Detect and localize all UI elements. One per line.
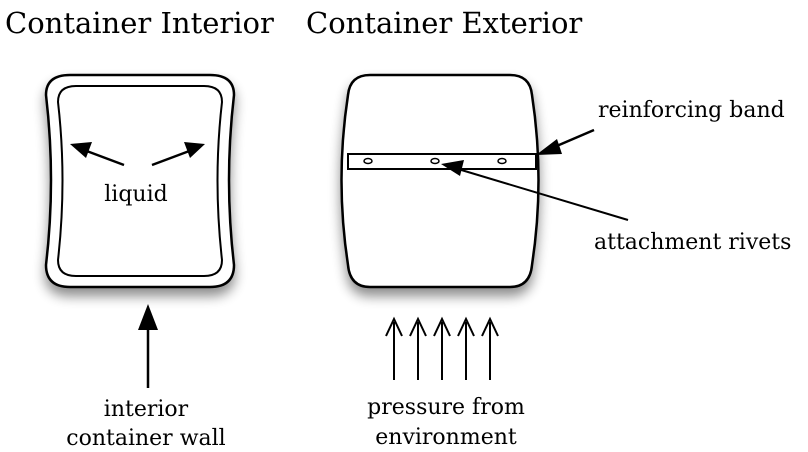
pressure-arrow xyxy=(409,316,427,380)
title-container-interior: Container Interior xyxy=(5,6,274,40)
pressure-arrow xyxy=(433,316,451,380)
interior-wall-label-line2: container wall xyxy=(66,426,225,451)
pressure-arrow xyxy=(385,316,403,380)
rivet xyxy=(430,157,440,165)
pressure-label-line2: environment xyxy=(375,425,517,450)
liquid-label: liquid xyxy=(104,182,167,207)
interior-wall-label-line1: interior xyxy=(104,397,189,422)
liquid-pressure-arrow-right xyxy=(151,142,205,167)
title-container-exterior: Container Exterior xyxy=(306,6,582,40)
exterior-container-body xyxy=(340,73,540,289)
pressure-arrow xyxy=(481,316,499,380)
reinforcing-band-label: reinforcing band xyxy=(598,98,785,123)
attachment-rivets-label: attachment rivets xyxy=(594,230,791,255)
attachment-rivets-arrow xyxy=(441,160,629,221)
rivet xyxy=(363,157,373,165)
rivet xyxy=(497,157,507,165)
reinforcing-band xyxy=(347,153,537,170)
environment-pressure-arrows xyxy=(385,316,499,380)
reinforcing-band-arrow xyxy=(536,128,595,155)
pressure-arrow xyxy=(457,316,475,380)
pressure-label-line1: pressure from xyxy=(367,395,525,420)
exterior-container xyxy=(340,73,540,289)
interior-wall-arrow xyxy=(138,304,158,388)
interior-container-inner-wall xyxy=(56,85,224,277)
liquid-pressure-arrow-left xyxy=(70,142,125,167)
